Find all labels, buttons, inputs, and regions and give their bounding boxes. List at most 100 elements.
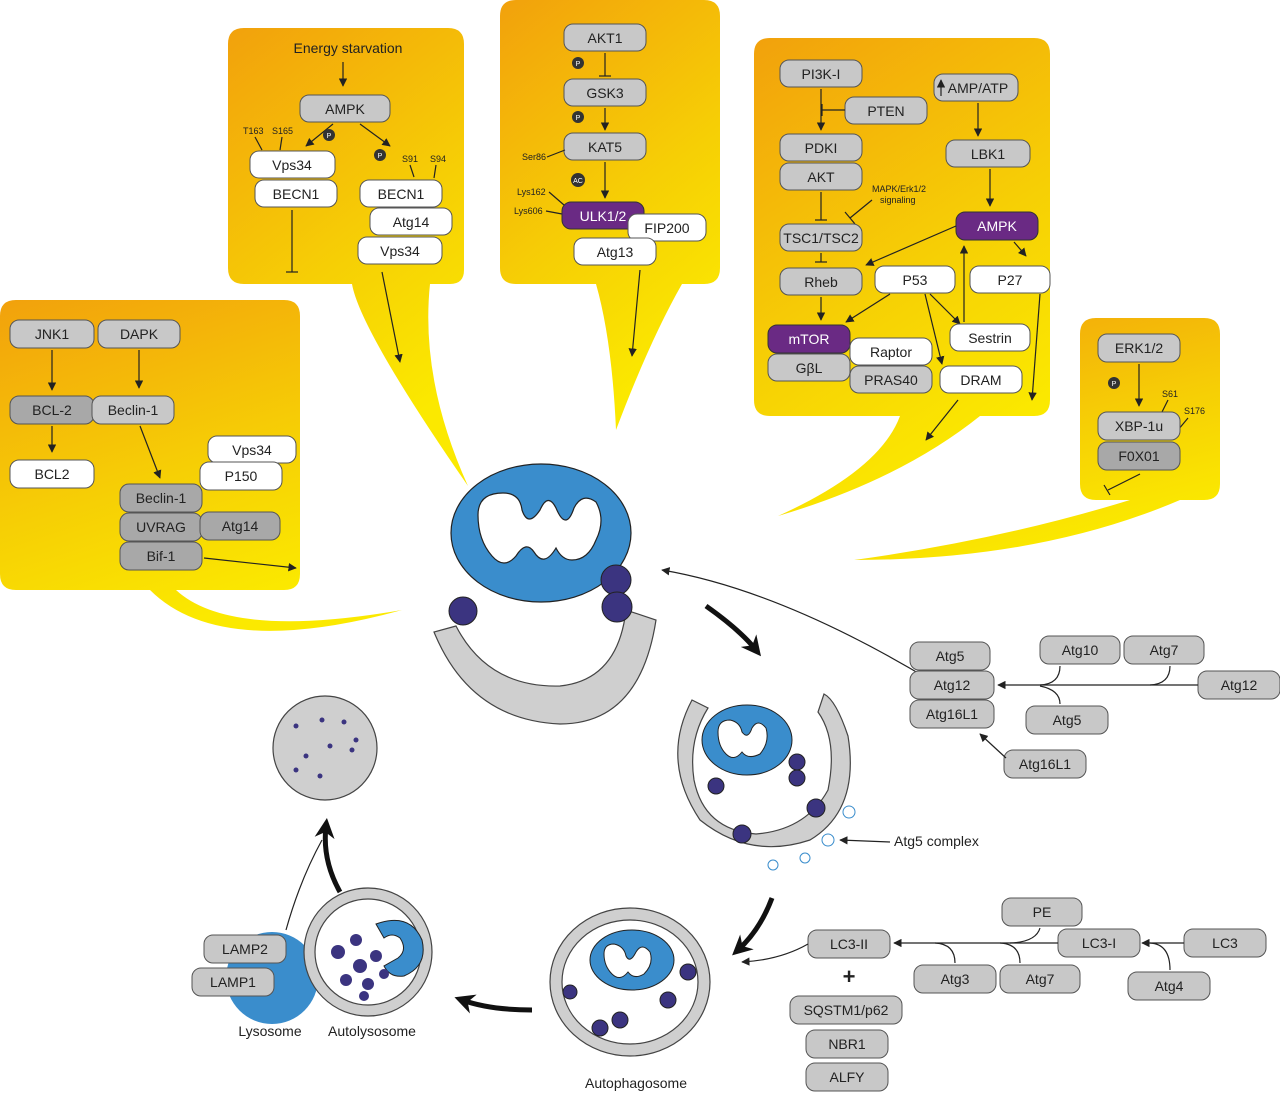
pi3k-label: PI3K-I bbox=[802, 66, 841, 82]
pras40-label: PRAS40 bbox=[864, 372, 918, 388]
alfy-node bbox=[805, 1062, 889, 1092]
lc3-label: LC3 bbox=[1212, 935, 1238, 951]
mitochondrial-cristae bbox=[477, 492, 602, 564]
erk12-node bbox=[1097, 333, 1181, 363]
atg14-node bbox=[369, 207, 453, 236]
atg4-node bbox=[1127, 971, 1211, 1001]
atg5-label: Atg5 bbox=[936, 648, 965, 664]
dapk-node bbox=[97, 319, 181, 349]
rheb-node bbox=[779, 267, 863, 296]
process-arrow bbox=[454, 994, 533, 1014]
rheb-label: Rheb bbox=[804, 274, 838, 290]
vps34-jnk-label: Vps34 bbox=[232, 442, 272, 458]
atg10-label: Atg10 bbox=[1062, 642, 1099, 658]
lysosome-label: Lysosome bbox=[238, 1023, 302, 1039]
atg16l1-node bbox=[909, 699, 995, 729]
becn1-right-label: BECN1 bbox=[378, 186, 425, 202]
panel-ampk: Energy starvation AMPK P P T163 S165 S91… bbox=[228, 28, 468, 486]
ubiquitin-dot bbox=[600, 564, 632, 596]
lysosome-autolysosome: LAMP2 LAMP1 Lysosome Autolysosome bbox=[191, 887, 433, 1039]
s176-site: S176 bbox=[1184, 406, 1205, 416]
phospho-badge: P bbox=[1112, 381, 1117, 388]
gsk3-node bbox=[563, 78, 647, 107]
lamp1-label: LAMP1 bbox=[210, 974, 256, 990]
beclin1-b-node bbox=[119, 483, 203, 513]
bif1-label: Bif-1 bbox=[147, 548, 176, 564]
atg3-node bbox=[913, 964, 997, 994]
panel-erk: ERK1/2 P S61 S176 XBP-1u F0X01 bbox=[854, 318, 1220, 560]
akt-node bbox=[779, 162, 863, 191]
t163-site: T163 bbox=[243, 126, 264, 136]
raptor-label: Raptor bbox=[870, 344, 912, 360]
autophagosome-label: Autophagosome bbox=[585, 1075, 687, 1091]
p150-node bbox=[199, 461, 283, 491]
ubiquitin-dot bbox=[448, 596, 478, 626]
jnk1-label: JNK1 bbox=[35, 326, 69, 342]
atg16l1-label: Atg16L1 bbox=[926, 706, 978, 722]
pten-label: PTEN bbox=[867, 103, 904, 119]
mtor-node bbox=[767, 324, 851, 354]
panel-mtor: PI3K-I PTEN AMP/ATP PDKI AKT LBK1 MAPK/E… bbox=[754, 38, 1051, 516]
p53-label: P53 bbox=[903, 272, 928, 288]
atg5-node bbox=[909, 641, 991, 671]
gsk3-label: GSK3 bbox=[586, 85, 624, 101]
atg16l1-b-node bbox=[1003, 749, 1087, 779]
p27-label: P27 bbox=[998, 272, 1023, 288]
sestrin-label: Sestrin bbox=[968, 330, 1012, 346]
lys162-site: Lys162 bbox=[517, 187, 546, 197]
s61-site: S61 bbox=[1162, 389, 1178, 399]
akt-label: AKT bbox=[807, 169, 835, 185]
dapk-label: DAPK bbox=[120, 326, 159, 342]
atg4-label: Atg4 bbox=[1155, 978, 1184, 994]
bcl2-label: BCL2 bbox=[34, 466, 69, 482]
atg13-label: Atg13 bbox=[597, 244, 634, 260]
p53-node bbox=[874, 265, 956, 294]
central-mitochondrion-group bbox=[433, 463, 657, 725]
atg5-b-label: Atg5 bbox=[1053, 712, 1082, 728]
degraded-vesicle bbox=[272, 695, 378, 801]
atg12-node bbox=[909, 670, 995, 700]
panel-jnk-dapk: JNK1 DAPK BCL-2 Beclin-1 BCL2 Vps34 P150… bbox=[0, 300, 402, 631]
plus-sign: + bbox=[843, 964, 856, 989]
process-arrow bbox=[704, 603, 761, 657]
bif1-node bbox=[119, 541, 203, 571]
gbl-node bbox=[767, 353, 851, 382]
panel-akt-ulk: AKT1 P GSK3 P KAT5 Ser86 AC Lys162 Lys60… bbox=[500, 0, 720, 430]
atg14-jnk-node bbox=[199, 511, 281, 541]
beclin1-b-label: Beclin-1 bbox=[136, 490, 187, 506]
ulk12-label: ULK1/2 bbox=[580, 208, 627, 224]
phagophore-membrane bbox=[433, 609, 657, 725]
lc3-ii-label: LC3-II bbox=[830, 936, 868, 952]
atg12-label: Atg12 bbox=[934, 677, 971, 693]
foxo1-label: F0X01 bbox=[1118, 448, 1159, 464]
pi3k-node bbox=[779, 59, 863, 88]
sestrin-node bbox=[949, 323, 1031, 352]
atg13-node bbox=[573, 237, 657, 266]
pras40-node bbox=[849, 365, 933, 394]
pe-node bbox=[1001, 897, 1083, 927]
uvrag-label: UVRAG bbox=[136, 519, 186, 535]
amp-atp-label: AMP/ATP bbox=[948, 80, 1008, 96]
bcl-2-gray-label: BCL-2 bbox=[32, 402, 72, 418]
atg7-complex-node bbox=[1123, 635, 1205, 665]
tsc-node bbox=[779, 223, 863, 252]
atg3-label: Atg3 bbox=[941, 971, 970, 987]
atg14-jnk-label: Atg14 bbox=[222, 518, 259, 534]
atg5-b-node bbox=[1025, 705, 1109, 735]
fip200-node bbox=[627, 213, 707, 242]
becn1-label: BECN1 bbox=[273, 186, 320, 202]
autophagosome: Autophagosome bbox=[549, 907, 711, 1091]
pdki-node bbox=[779, 133, 863, 162]
becn1-node bbox=[254, 179, 338, 208]
phospho-badge: P bbox=[576, 115, 581, 122]
atg12-right-label: Atg12 bbox=[1221, 677, 1258, 693]
fip200-label: FIP200 bbox=[644, 220, 689, 236]
vps34-node bbox=[249, 150, 336, 179]
lys606-site: Lys606 bbox=[514, 206, 543, 216]
nbr1-label: NBR1 bbox=[828, 1036, 866, 1052]
dram-node bbox=[939, 365, 1023, 394]
vps34-label: Vps34 bbox=[272, 157, 312, 173]
atg10-node bbox=[1039, 635, 1121, 665]
phospho-badge: P bbox=[576, 61, 581, 68]
raptor-node bbox=[849, 337, 933, 366]
